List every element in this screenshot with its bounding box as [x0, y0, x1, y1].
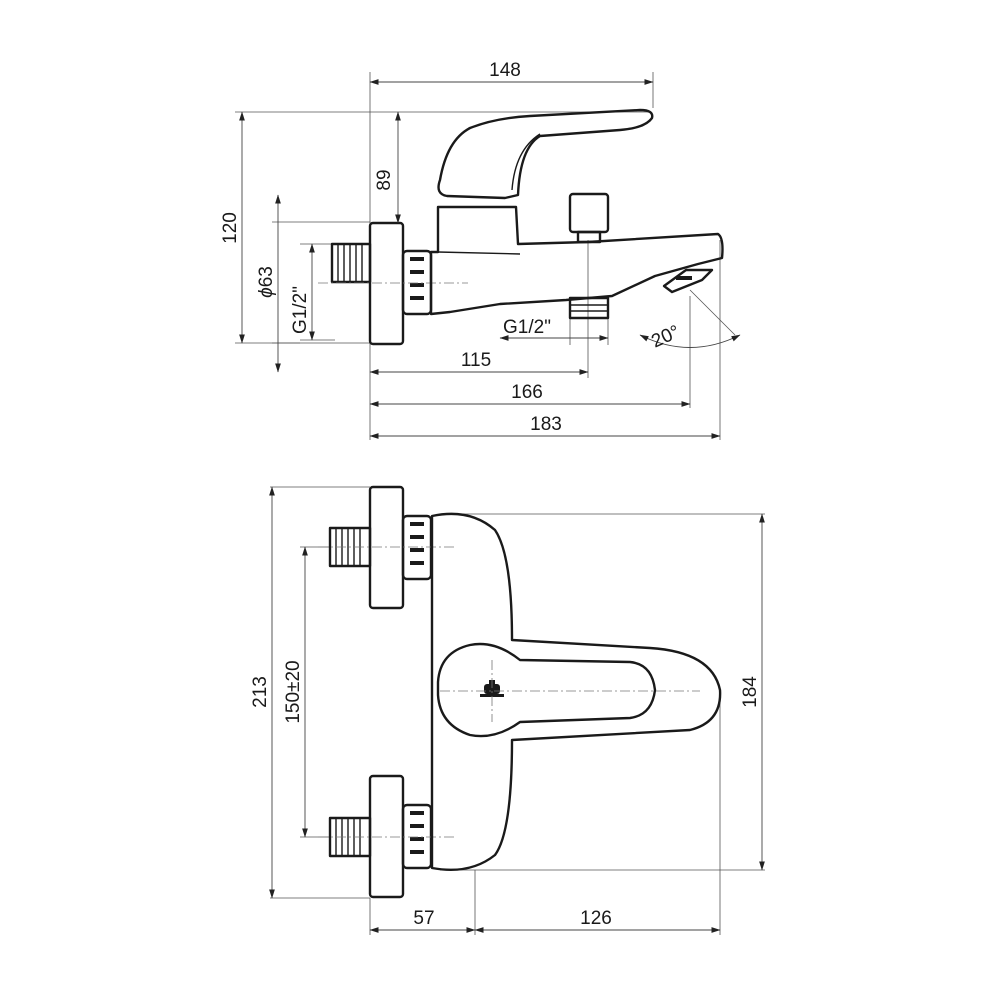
top-extension-lines — [270, 486, 765, 935]
label-150: 150±20 — [283, 660, 304, 723]
side-spout-tip — [662, 268, 714, 294]
side-extension-lines — [235, 72, 721, 440]
label-183: 183 — [530, 414, 562, 435]
top-body — [430, 512, 722, 871]
side-inlet-thread — [337, 244, 363, 282]
side-diverter-knob — [568, 192, 610, 244]
label-89: 89 — [374, 169, 395, 190]
label-g12-inlet: G1/2" — [290, 286, 311, 334]
label-126: 126 — [580, 908, 612, 929]
label-213: 213 — [250, 676, 271, 708]
label-120: 120 — [220, 212, 241, 244]
top-upper-flange — [328, 485, 433, 610]
side-outlet-thread — [568, 296, 610, 320]
side-lever-handle — [437, 108, 654, 200]
label-148: 148 — [489, 60, 521, 81]
side-wall-flange — [368, 221, 405, 346]
label-57: 57 — [413, 908, 434, 929]
label-115: 115 — [461, 350, 491, 371]
side-view: 148 120 89 ϕ63 G1/2" G1/2" 115 166 183 2… — [220, 60, 741, 440]
side-angle-dimension — [639, 289, 741, 348]
side-inlet-connector — [330, 242, 372, 284]
label-g12-outlet: G1/2" — [503, 317, 551, 338]
label-166: 166 — [511, 382, 543, 403]
label-184: 184 — [740, 676, 761, 708]
top-lever-handle — [436, 642, 657, 738]
top-lower-flange — [328, 774, 433, 899]
top-view: 213 150±20 184 57 126 — [250, 485, 765, 935]
label-angle: 20° — [648, 322, 683, 353]
side-union-nut — [401, 249, 433, 316]
side-body — [429, 205, 724, 316]
label-63: ϕ63 — [256, 266, 277, 298]
